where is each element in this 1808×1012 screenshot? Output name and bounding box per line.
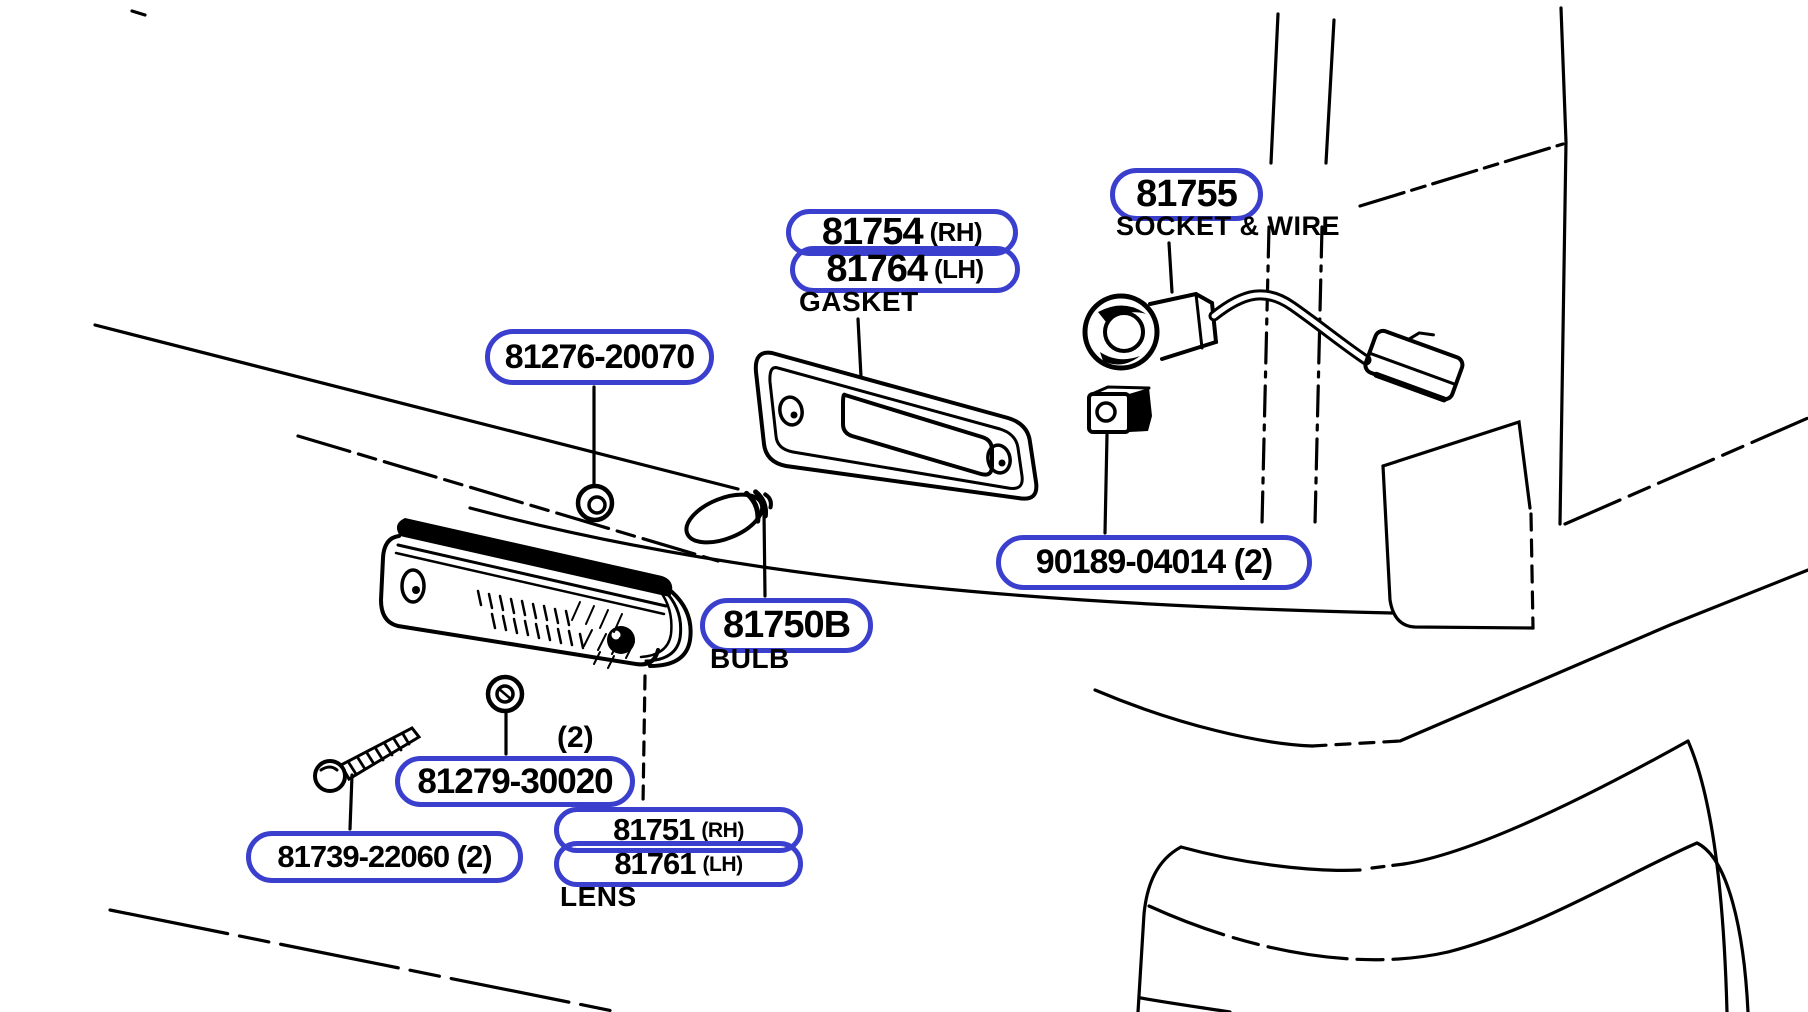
callout-gasket-lh[interactable]: 81764 (LH) (790, 246, 1020, 293)
leader-lines (348, 241, 1174, 831)
part-number: 81750B (722, 604, 851, 646)
vehicle-body-lines (93, 6, 1808, 1012)
caption-socket-wire: SOCKET & WIRE (1116, 211, 1341, 241)
part-number: 81739-22060 (2) (277, 839, 492, 874)
lens-drawing (378, 518, 693, 669)
part-number: 81764 (826, 248, 928, 290)
part-qualifier: (RH) (701, 819, 744, 842)
callout-clip[interactable]: 90189-04014 (2) (996, 535, 1312, 590)
caption-bulb: BULB (710, 643, 790, 674)
callout-bulb[interactable]: 81750B (700, 598, 873, 653)
callout-socket-wire[interactable]: 81755 (1110, 168, 1263, 221)
part-number: 90189-04014 (2) (1035, 543, 1273, 581)
part-qualifier: (LH) (934, 256, 984, 284)
nut-quantity: (2) (557, 721, 594, 754)
socket-wire-drawing (1082, 289, 1465, 403)
part-qualifier: (RH) (929, 219, 983, 247)
nut-drawing (485, 674, 525, 714)
callout-lens-lh[interactable]: 81761 (LH) (554, 841, 803, 887)
callout-screw[interactable]: 81739-22060 (2) (246, 831, 523, 883)
part-number: 81755 (1136, 173, 1238, 215)
part-number: 81279-30020 (417, 761, 613, 801)
callout-grommet[interactable]: 81276-20070 (485, 329, 714, 385)
part-number: 81276-20070 (504, 337, 695, 376)
square-nut-drawing (1087, 385, 1152, 434)
gasket-drawing (753, 350, 1039, 501)
part-number: 81761 (614, 846, 696, 881)
grommet-drawing (575, 483, 615, 523)
screw-drawing (313, 726, 422, 793)
callout-nut[interactable]: 81279-30020 (395, 756, 635, 807)
caption-lens: LENS (560, 881, 637, 912)
caption-gasket: GASKET (799, 286, 919, 317)
part-qualifier: (LH) (702, 853, 744, 876)
